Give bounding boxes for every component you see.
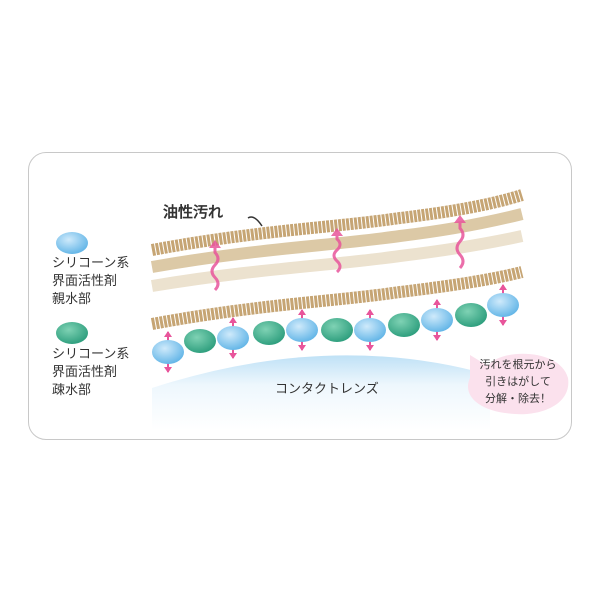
diagram-card: [28, 152, 572, 440]
hydrophobic-molecule: [184, 329, 216, 353]
hydrophilic-molecule: [487, 293, 519, 317]
legend-hydrophilic-icon: [56, 232, 88, 254]
hydrophobic-molecule: [321, 318, 353, 342]
rising-arrow-icon: [331, 228, 343, 274]
legend-hydrophobic-label: シリコーン系界面活性剤疎水部: [52, 347, 130, 398]
bubble: [467, 353, 569, 415]
hydrophilic-molecule: [354, 318, 386, 342]
hydrophilic-molecule: [217, 326, 249, 350]
oil-band-2: [150, 208, 524, 273]
rising-arrow-icon: [454, 215, 466, 270]
hydrophobic-molecule: [388, 313, 420, 337]
oil-band-3: [151, 230, 524, 292]
oil-stain-label: 油性汚れ: [163, 203, 224, 221]
contact-lens-label: コンタクトレンズ: [275, 382, 379, 397]
hydrophilic-molecule: [152, 340, 184, 364]
oil-band-4: [150, 266, 524, 330]
oil-label-leader: [247, 216, 263, 227]
hydrophobic-molecule: [253, 321, 285, 345]
bubble-text: 汚れを根元から引きはがして分解・除去！: [479, 358, 557, 405]
hydrophilic-molecule: [286, 318, 318, 342]
contact-lens: [152, 355, 490, 430]
legend-hydrophilic-label: シリコーン系界面活性剤親水部: [52, 256, 130, 307]
legend-hydrophobic-icon: [56, 322, 88, 344]
oil-band-1: [150, 189, 524, 256]
hydrophobic-molecule: [455, 303, 487, 327]
hydrophilic-molecule: [421, 308, 453, 332]
rising-arrow-icon: [209, 240, 221, 292]
